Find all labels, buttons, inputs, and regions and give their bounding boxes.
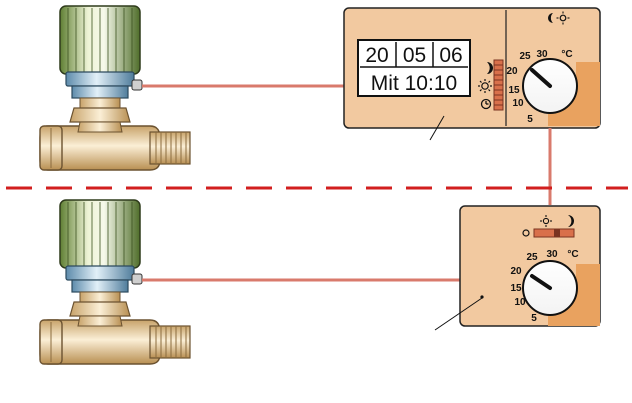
clock-thermostat-unit: 20 05 06 Mit 10:10: [343, 7, 601, 141]
svg-text:10: 10: [512, 98, 524, 109]
mode-switch[interactable]: [533, 228, 575, 238]
svg-text:15: 15: [508, 85, 520, 96]
svg-text:5: 5: [527, 114, 533, 125]
temperature-dial-top[interactable]: [522, 58, 600, 126]
date-month: 05: [403, 44, 426, 67]
dial-scale-bottom: 30 °C 25 20 15 10 5: [510, 249, 578, 324]
moon-icon: [568, 215, 574, 227]
radiator-valve-bottom: [39, 199, 191, 365]
callout-line-bottom: [434, 297, 483, 331]
room-thermostat-unit: 30 °C 25 20 15 10 5: [434, 205, 601, 331]
dial-scale-top: 30 °C 25 20 15 10 5: [506, 49, 572, 125]
svg-text:20: 20: [506, 66, 518, 77]
radiator-valve-top: [39, 5, 191, 171]
sun-icon: [478, 79, 492, 93]
svg-text:20: 20: [510, 266, 522, 277]
moon-icon: [487, 62, 493, 74]
svg-text:5: 5: [531, 313, 537, 324]
moon-sun-icon: [547, 11, 570, 25]
clock-display: 20 05 06 Mit 10:10: [357, 39, 471, 97]
svg-text:30: 30: [546, 249, 558, 260]
svg-text:°C: °C: [567, 249, 578, 260]
off-circle-icon: [522, 229, 530, 237]
svg-text:°C: °C: [561, 49, 572, 60]
sun-icon: [540, 215, 552, 227]
svg-text:25: 25: [526, 252, 538, 263]
callout-line-top: [429, 115, 445, 141]
svg-text:30: 30: [536, 49, 548, 60]
temperature-dial-bottom[interactable]: [522, 260, 600, 326]
svg-text:25: 25: [519, 51, 531, 62]
time-line: Mit 10:10: [371, 72, 457, 95]
svg-text:15: 15: [510, 283, 522, 294]
clock-icon: [480, 98, 492, 110]
program-slider[interactable]: [493, 59, 504, 111]
svg-text:10: 10: [514, 297, 526, 308]
date-year: 06: [439, 44, 462, 67]
date-day: 20: [365, 44, 388, 67]
